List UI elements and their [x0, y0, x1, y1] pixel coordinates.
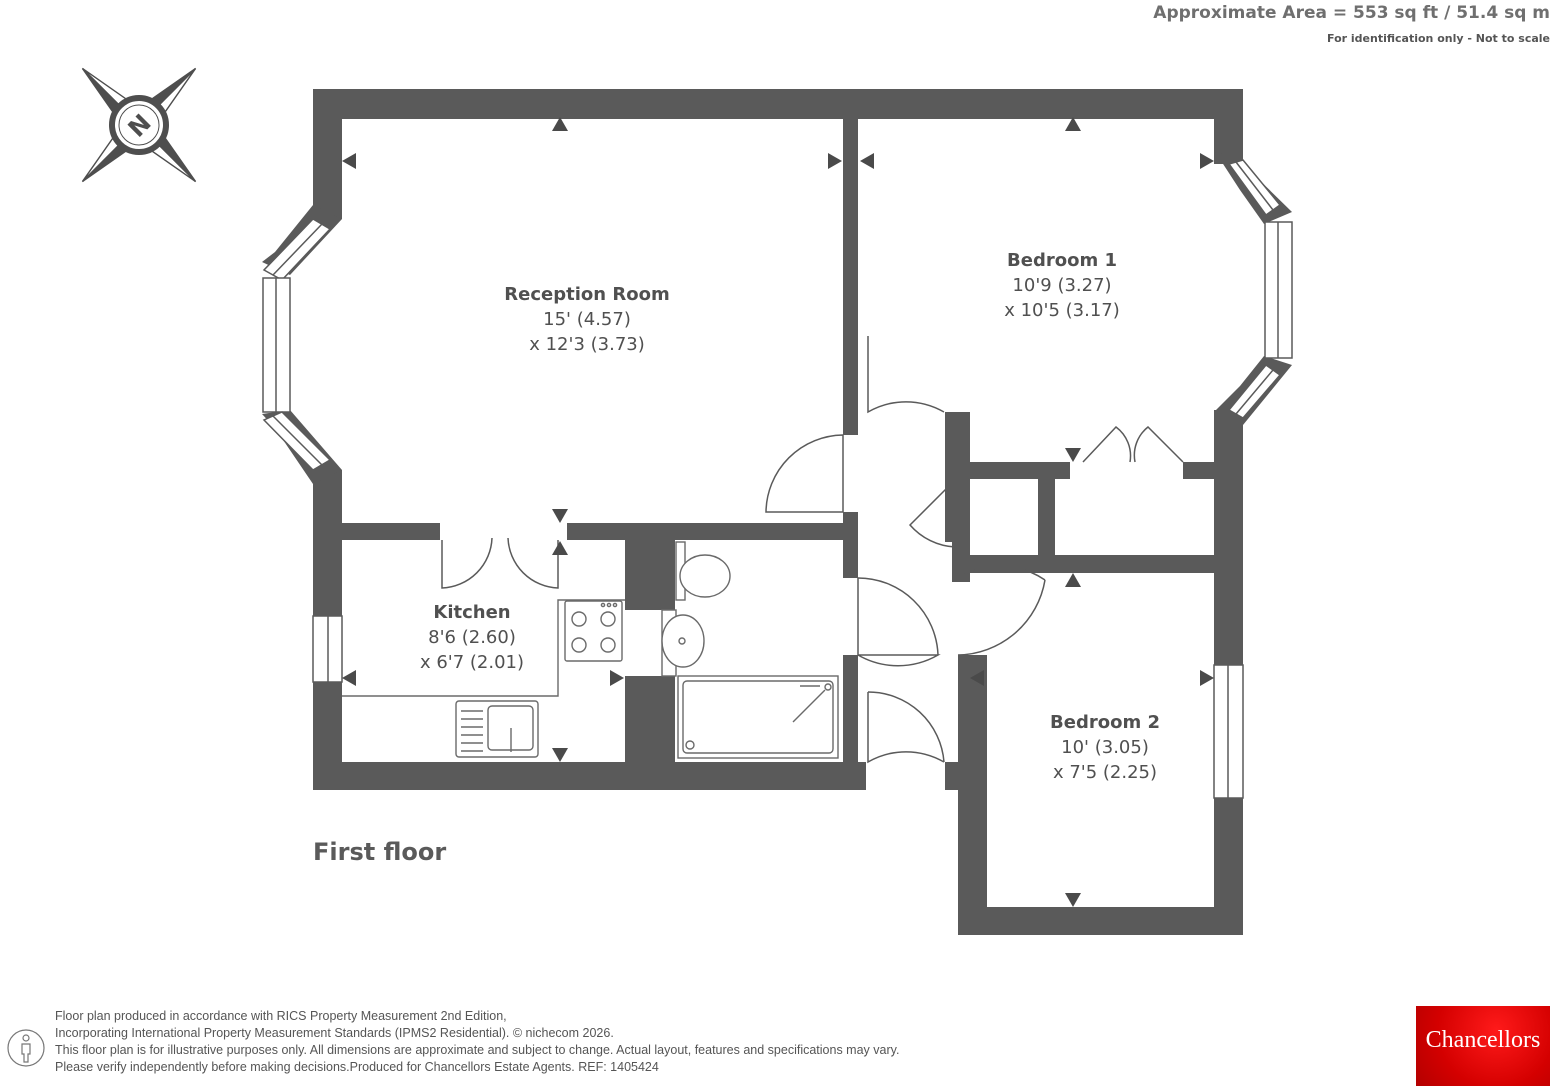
- footer-line: This floor plan is for illustrative purp…: [55, 1043, 900, 1057]
- wall-hall-stub: [843, 512, 858, 540]
- door-cupboard-hall: [908, 479, 956, 548]
- wall-kitchen-bath-lower: [625, 676, 675, 766]
- kitchen-counter: [342, 599, 625, 697]
- scale-note: For identification only - Not to scale: [1327, 32, 1550, 45]
- door-bedroom1: [867, 336, 945, 414]
- room-name: Bedroom 2: [1050, 712, 1160, 733]
- person-scale-icon: [7, 1029, 45, 1067]
- wall-cupboard-divider: [1038, 479, 1055, 559]
- wall-bath-right-lower: [843, 655, 858, 762]
- footer-line: Incorporating International Property Mea…: [55, 1026, 614, 1040]
- wall-kitchen-left-upper: [313, 520, 342, 616]
- compass-north-icon: [81, 67, 197, 183]
- footer-line: Floor plan produced in accordance with R…: [55, 1009, 507, 1023]
- floor-label: First floor: [313, 838, 447, 866]
- wall-reception-kitchen-2: [567, 523, 857, 540]
- room-name: Kitchen: [433, 602, 511, 623]
- wall-bedroom1-right-upper: [1214, 89, 1243, 164]
- chancellors-logo: Chancellors: [1416, 1006, 1550, 1086]
- room-dimension: x 7'5 (2.25): [1052, 762, 1158, 783]
- room-dimension: 10'9 (3.27): [1012, 275, 1112, 296]
- room-dimension: x 12'3 (3.73): [529, 334, 645, 355]
- door-bedroom2: [957, 565, 1046, 581]
- logo-text: Chancellors: [1425, 1027, 1541, 1053]
- door-hall-lower: [867, 692, 945, 764]
- room-label-reception: Reception Room 15' (4.57) x 12'3 (3.73): [487, 282, 687, 357]
- wall-kitchen-bath: [625, 540, 675, 610]
- room-dimension: x 6'7 (2.01): [419, 652, 525, 673]
- walls: [262, 89, 1292, 935]
- wall-reception-bedroom1: [843, 119, 858, 435]
- room-dimension: x 10'5 (3.17): [1004, 300, 1120, 321]
- wall-top: [313, 89, 1243, 119]
- wall-bedroom2-bottom: [958, 907, 1243, 935]
- footer-disclaimer: Floor plan produced in accordance with R…: [55, 1008, 899, 1076]
- wall-bottom-kitchen-bath: [313, 762, 866, 790]
- door-bathroom: [857, 578, 941, 667]
- wall-bedroom2-left-stub: [945, 762, 965, 790]
- room-name: Reception Room: [504, 284, 670, 305]
- window-bedroom1-bay-upper: [1227, 159, 1282, 217]
- room-dimension: 10' (3.05): [1061, 737, 1149, 758]
- room-label-bedroom1: Bedroom 1 10'9 (3.27) x 10'5 (3.17): [962, 248, 1162, 323]
- room-label-bedroom2: Bedroom 2 10' (3.05) x 7'5 (2.25): [1005, 710, 1205, 785]
- dimension-markers: [342, 117, 1214, 907]
- windows: [262, 159, 1293, 799]
- room-label-kitchen: Kitchen 8'6 (2.60) x 6'7 (2.01): [392, 600, 552, 675]
- room-name: Bedroom 1: [1007, 250, 1117, 271]
- hob-icon: [564, 600, 623, 662]
- wall-bedroom1-bottom: [970, 462, 1070, 479]
- fixtures: [342, 541, 839, 759]
- door-reception: [765, 434, 844, 513]
- doors: [441, 336, 1184, 764]
- wall-bedroom2-left: [958, 655, 987, 935]
- wall-bedroom1-bottom-right: [1183, 462, 1218, 479]
- wall-cupboard-left: [952, 542, 970, 582]
- door-kitchen-double: [441, 537, 559, 589]
- wall-bedroom2-right-upper: [1214, 560, 1243, 665]
- room-dimension: 15' (4.57): [543, 309, 631, 330]
- wall-bath-right-upper: [843, 540, 858, 578]
- footer-line: Please verify independently before makin…: [55, 1060, 659, 1074]
- wall-bedroom2-right-lower: [1214, 798, 1243, 935]
- room-dimension: 8'6 (2.60): [428, 627, 516, 648]
- door-wardrobe: [1082, 425, 1184, 463]
- wall-reception-left-upper: [313, 89, 342, 219]
- wall-bedroom1-bottom-left: [945, 412, 970, 542]
- wall-reception-kitchen: [342, 523, 440, 540]
- approximate-area: Approximate Area = 553 sq ft / 51.4 sq m: [1153, 3, 1550, 23]
- wall-cupboard-bottom: [958, 555, 1216, 573]
